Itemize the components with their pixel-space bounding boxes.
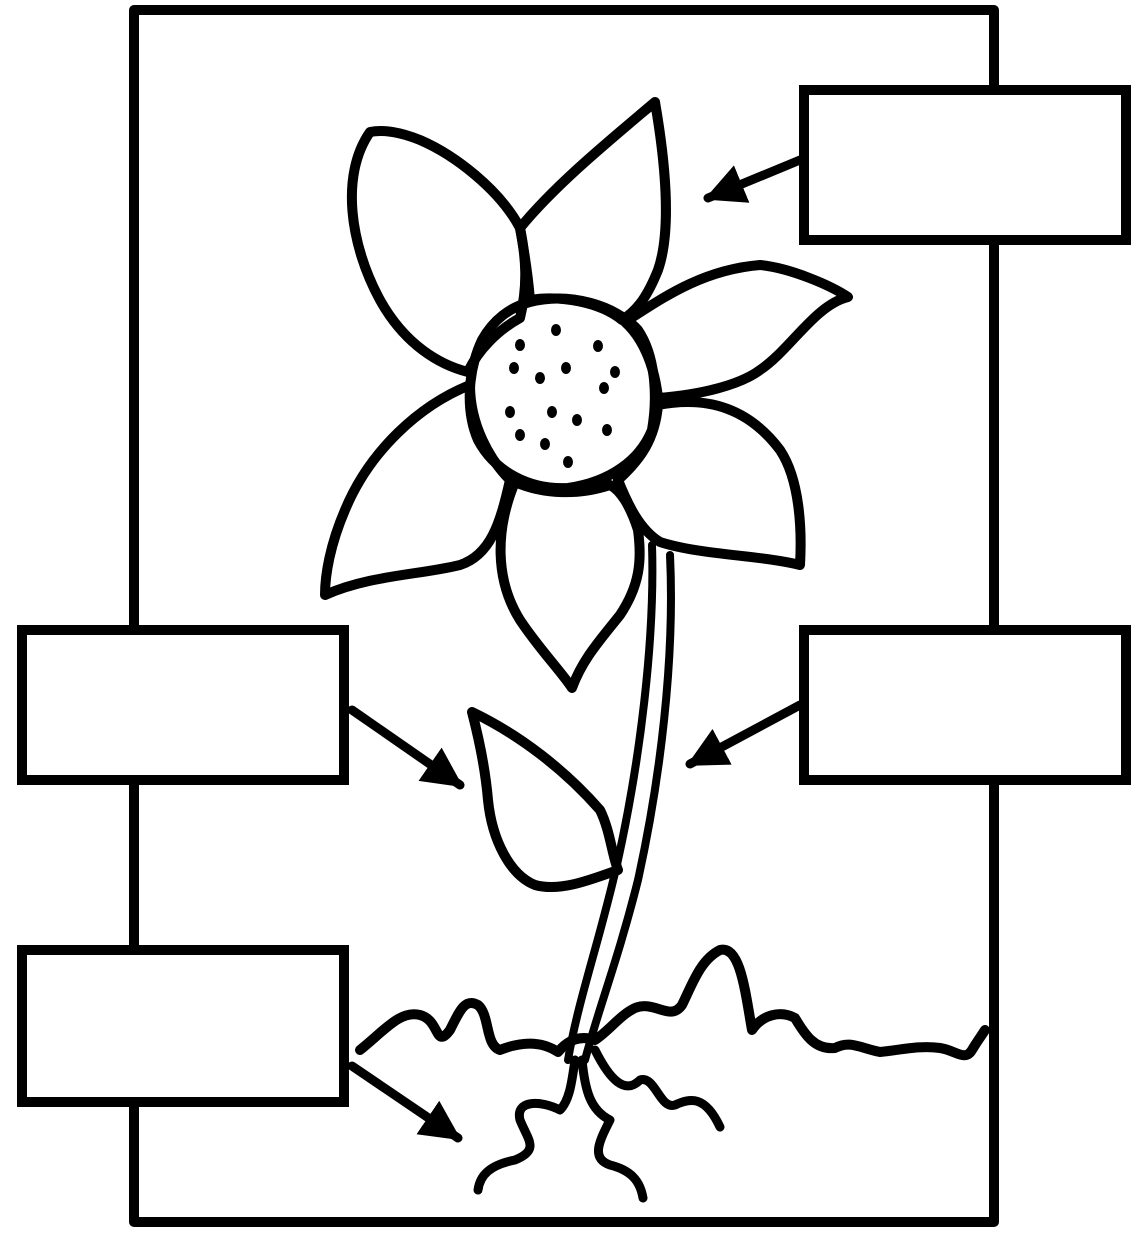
label-box-middle-left[interactable] xyxy=(22,630,344,780)
label-box-bottom-left[interactable] xyxy=(22,950,344,1102)
petal-left xyxy=(325,385,510,595)
leaf xyxy=(472,712,618,887)
petal-top-left xyxy=(352,131,525,372)
arrow-leaf xyxy=(352,710,460,785)
seed-dots xyxy=(505,324,620,468)
petal-right-lower xyxy=(618,402,801,565)
arrow-petal xyxy=(708,160,800,198)
label-box-middle-right[interactable] xyxy=(804,630,1126,780)
label-box-top-right[interactable] xyxy=(804,90,1126,240)
soil-line xyxy=(360,950,985,1056)
roots xyxy=(478,1050,720,1198)
arrow-stem xyxy=(690,705,800,764)
arrows xyxy=(352,160,800,1138)
petals xyxy=(325,102,848,688)
root-far-right xyxy=(595,1050,720,1127)
petal-bottom xyxy=(501,482,640,688)
petal-top xyxy=(520,102,666,320)
arrow-roots xyxy=(352,1066,458,1138)
root-center xyxy=(478,1060,575,1190)
